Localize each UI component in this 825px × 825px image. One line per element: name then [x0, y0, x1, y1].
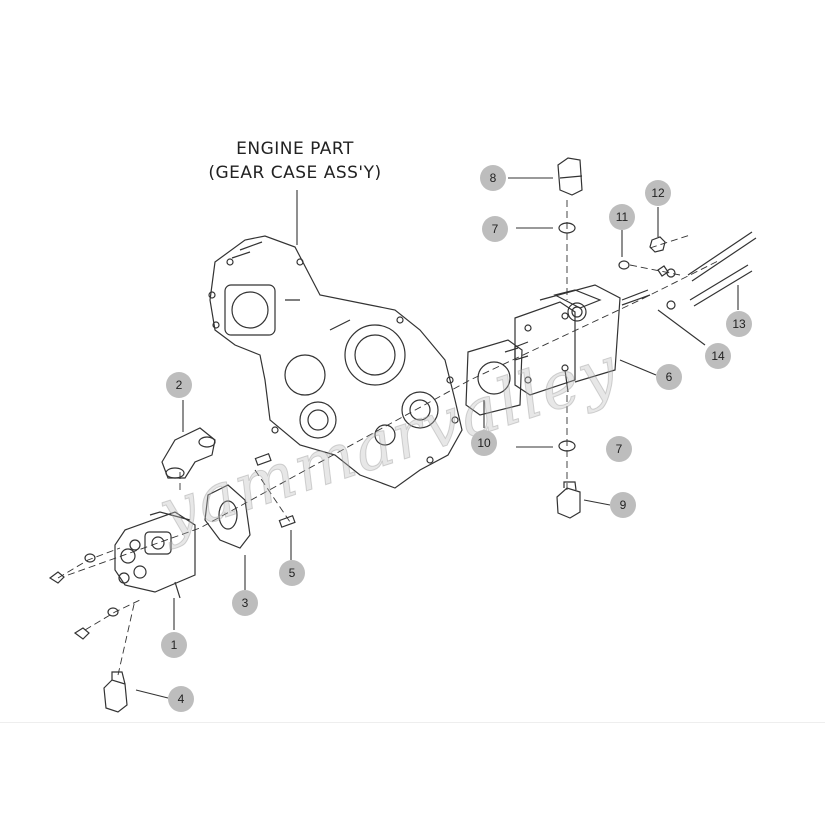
- callout-9: 9: [610, 492, 636, 518]
- callout-12: 12: [645, 180, 671, 206]
- part-8-fitting: [557, 157, 583, 196]
- callout-2: 2: [166, 372, 192, 398]
- part-9-fitting: [556, 481, 581, 519]
- part-10-gasket: [465, 339, 523, 416]
- callout-11: 11: [609, 204, 635, 230]
- callout-13: 13: [726, 311, 752, 337]
- callout-7-upper: 7: [482, 216, 508, 242]
- callout-4: 4: [168, 686, 194, 712]
- part-3-gasket: [204, 484, 251, 549]
- diagram-title-line1: ENGINE PART: [236, 139, 354, 159]
- callout-7-lower: 7: [606, 436, 632, 462]
- part-1-pump: [114, 511, 196, 599]
- callout-14: 14: [705, 343, 731, 369]
- part-4-fitting: [103, 671, 128, 713]
- callout-1: 1: [161, 632, 187, 658]
- callout-8: 8: [480, 165, 506, 191]
- callout-3: 3: [232, 590, 258, 616]
- diagram-title-line2: (GEAR CASE ASS'Y): [208, 163, 382, 183]
- part-2-fitting: [161, 427, 216, 479]
- bottom-divider: [0, 722, 825, 723]
- gear-case-assembly: [208, 235, 463, 489]
- part-6-pump: [504, 284, 621, 396]
- callout-6: 6: [656, 364, 682, 390]
- callout-5: 5: [279, 560, 305, 586]
- callout-10: 10: [471, 430, 497, 456]
